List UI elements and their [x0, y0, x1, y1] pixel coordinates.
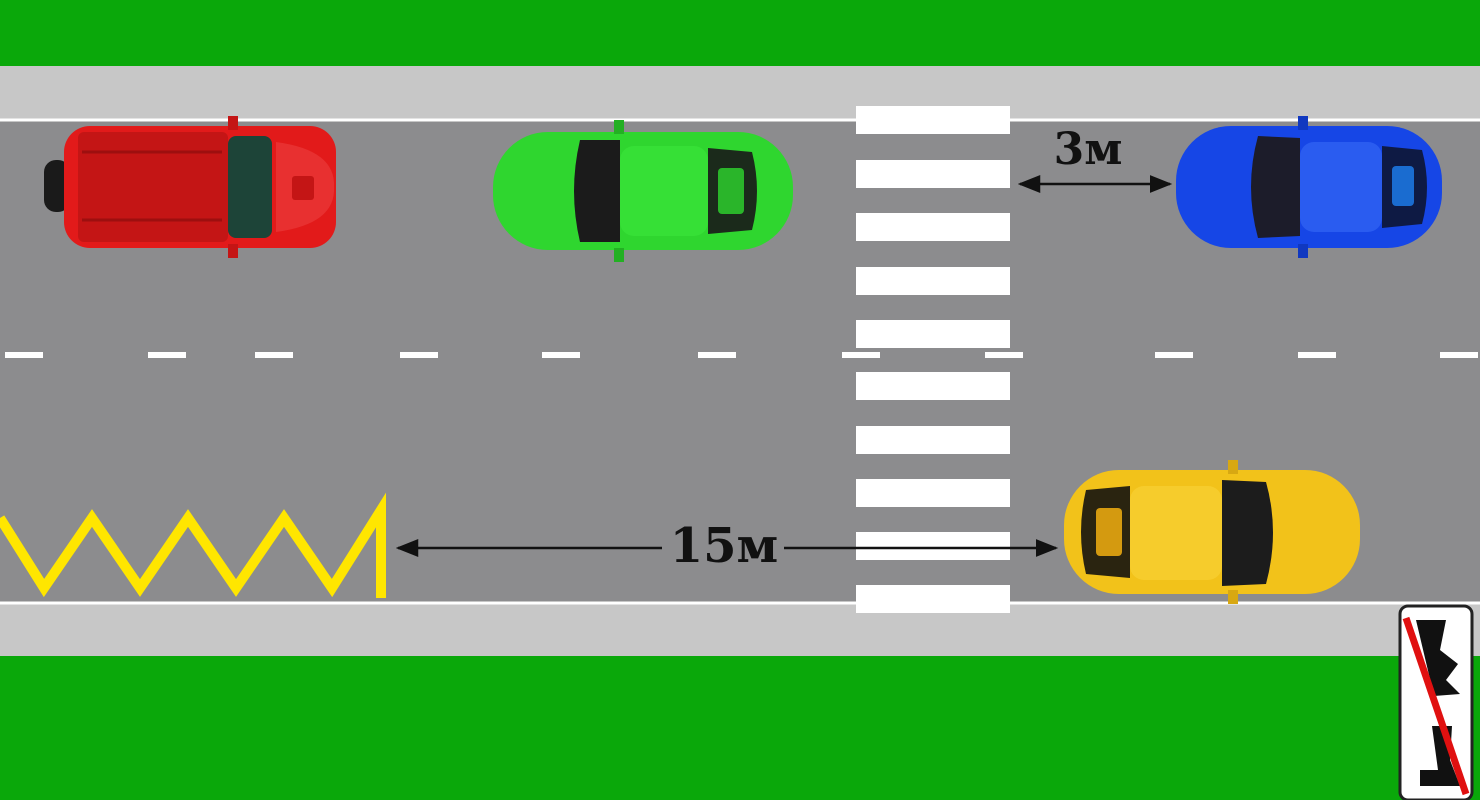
- sidewalk-bottom: [0, 603, 1480, 656]
- distance-label-long: 15м: [670, 518, 779, 574]
- sidewalk-top: [0, 66, 1480, 120]
- grass-bottom: [0, 656, 1480, 800]
- green-car: [493, 120, 793, 262]
- center-dashed-line: [5, 352, 1478, 358]
- end-of-parking-zone-sign: [1398, 604, 1474, 800]
- yellow-zigzag-marking: [0, 492, 386, 598]
- grass-top: [0, 0, 1480, 66]
- yellow-car: [1064, 460, 1360, 604]
- pedestrian-crosswalk: [856, 106, 1010, 613]
- distance-label-short: 3м: [1054, 124, 1123, 175]
- blue-car: [1176, 116, 1442, 258]
- red-suv: [44, 116, 336, 258]
